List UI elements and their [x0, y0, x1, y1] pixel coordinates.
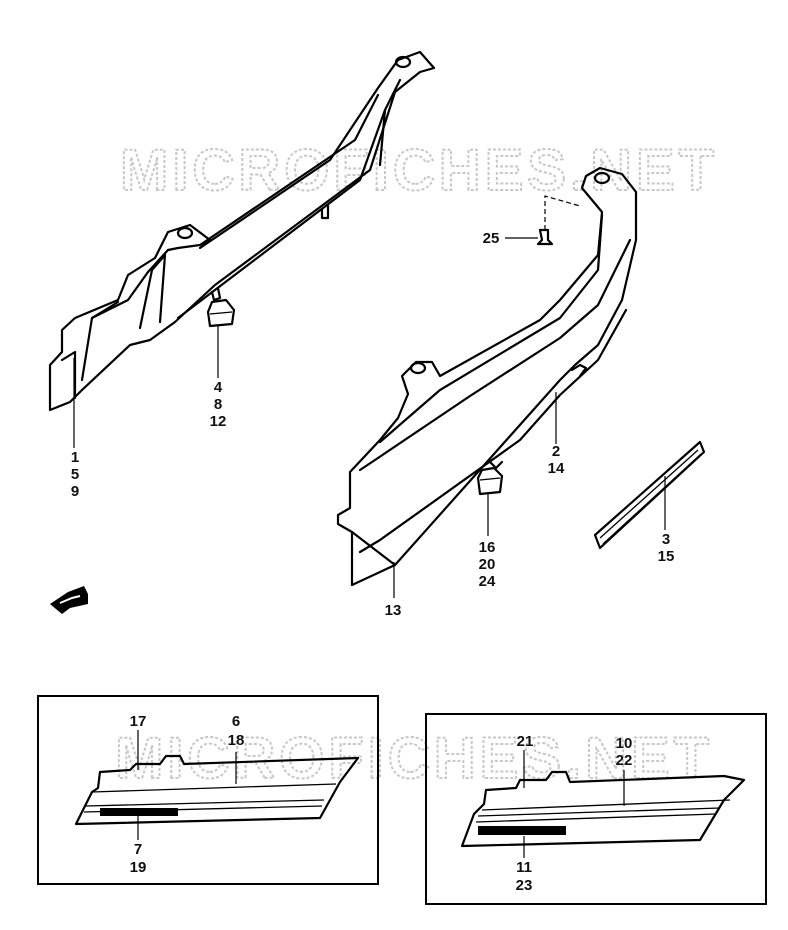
- cushion-left: [206, 298, 236, 328]
- watermark-top: MICROFICHES.NET: [120, 138, 718, 203]
- callout-12: 12: [210, 413, 227, 430]
- callout-1: 1: [71, 449, 79, 466]
- callout-20: 20: [479, 556, 496, 573]
- callout-18: 18: [228, 732, 245, 749]
- callout-24: 24: [479, 573, 496, 590]
- callout-23: 23: [516, 877, 533, 894]
- frame-cover-left: [48, 50, 436, 412]
- front-direction-arrow-icon: [50, 586, 88, 614]
- callout-5: 5: [71, 466, 79, 483]
- frame-cover-right: [336, 166, 638, 587]
- callout-4: 4: [214, 379, 223, 396]
- callout-2: 2: [552, 443, 560, 460]
- callout-25: 25: [483, 230, 500, 247]
- emblem: [593, 440, 706, 550]
- callout-6: 6: [232, 713, 240, 730]
- screw: [536, 195, 581, 246]
- callout-11: 11: [516, 859, 532, 876]
- callout-17: 17: [130, 713, 147, 730]
- callout-22: 22: [616, 752, 633, 769]
- cushion-right: [476, 466, 504, 496]
- stripe-set-right-box: [425, 713, 767, 905]
- callout-8: 8: [214, 396, 222, 413]
- callout-21: 21: [517, 733, 534, 750]
- callout-19: 19: [130, 859, 147, 876]
- callout-14: 14: [548, 460, 565, 477]
- callout-15: 15: [658, 548, 675, 565]
- callout-16: 16: [479, 539, 496, 556]
- callout-13: 13: [385, 602, 402, 619]
- callout-7: 7: [134, 841, 142, 858]
- callout-10: 10: [616, 735, 633, 752]
- callout-3: 3: [662, 531, 670, 548]
- stripe-set-left-box: [37, 695, 379, 885]
- callout-9: 9: [71, 483, 79, 500]
